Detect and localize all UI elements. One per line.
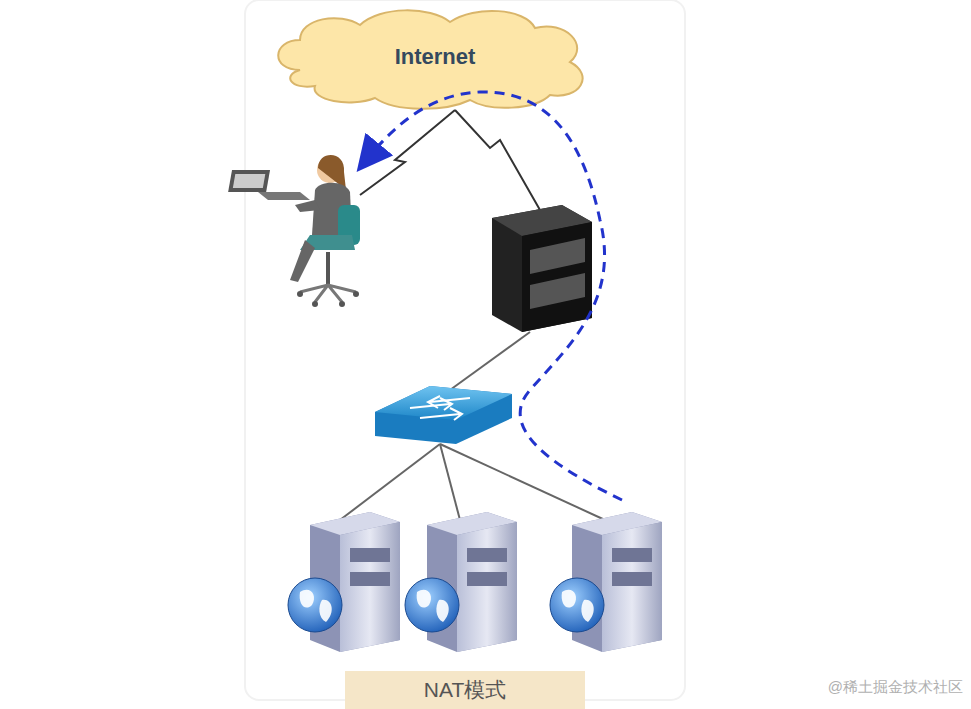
caption-band: NAT模式 — [345, 671, 585, 709]
node-text: NAT模式 — [424, 676, 506, 704]
cloud-node: Internet — [375, 37, 495, 77]
watermark: @稀土掘金技术社区 — [828, 678, 963, 697]
node-text: Internet — [395, 44, 476, 70]
